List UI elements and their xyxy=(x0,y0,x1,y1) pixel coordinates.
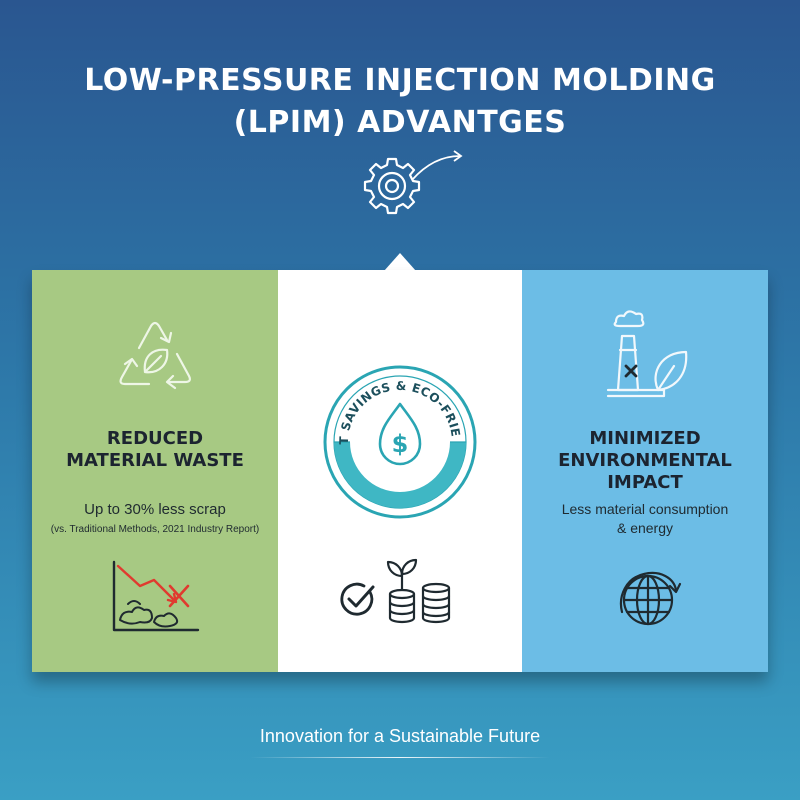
svg-text:$: $ xyxy=(392,430,409,458)
tagline: Innovation for a Sustainable Future xyxy=(259,726,541,746)
panel-cost-savings: COST SAVINGS & ECO-FRIENDLY $ xyxy=(278,270,522,672)
panel-notch xyxy=(384,253,416,271)
tagline-divider xyxy=(250,757,550,758)
globe-arrow-icon xyxy=(619,571,682,626)
plant-coins-icon xyxy=(386,558,451,624)
waste-decline-chart-icon xyxy=(112,560,200,632)
reduced-waste-heading: REDUCED MATERIAL WASTE xyxy=(66,428,244,471)
scrap-reduction-stat: Up to 30% less scrap xyxy=(84,501,226,518)
factory-leaf-icon xyxy=(606,310,688,398)
advantages-panels: REDUCED MATERIAL WASTE Up to 30% less sc… xyxy=(32,270,768,672)
environmental-impact-description: Less material consumption & energy xyxy=(561,501,729,536)
panel-reduced-waste: REDUCED MATERIAL WASTE Up to 30% less sc… xyxy=(32,270,278,672)
environmental-impact-heading: MINIMIZED ENVIRONMENTAL IMPACT xyxy=(558,428,732,493)
recycle-leaf-icon xyxy=(119,321,191,390)
check-circle-icon xyxy=(340,582,375,616)
gear-arrow-icon xyxy=(363,150,463,215)
panel-environmental-impact: MINIMIZED ENVIRONMENTAL IMPACT Less mate… xyxy=(522,270,768,672)
dollar-drop-icon: $ xyxy=(378,402,422,466)
page-title: LOW-PRESSURE INJECTION MOLDING (LPIM) AD… xyxy=(0,60,800,144)
title-line-1: LOW-PRESSURE INJECTION MOLDING xyxy=(84,63,716,98)
title-line-2: (LPIM) ADVANTGES xyxy=(233,105,567,140)
source-note: (vs. Traditional Methods, 2021 Industry … xyxy=(50,524,260,535)
cost-savings-badge: COST SAVINGS & ECO-FRIENDLY $ xyxy=(323,365,477,519)
